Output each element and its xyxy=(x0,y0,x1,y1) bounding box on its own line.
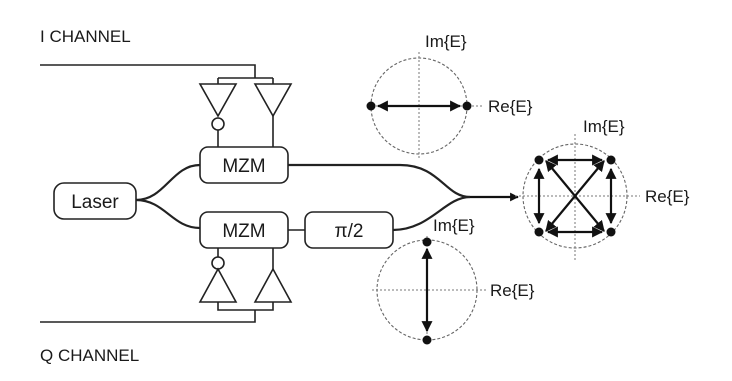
q-driver-noninverting xyxy=(253,248,293,303)
mzm-top-block: MZM xyxy=(199,146,289,184)
i-symbol-right xyxy=(462,101,472,111)
laser-label: Laser xyxy=(71,192,119,213)
q-real-axis-label: Re{E} xyxy=(490,281,535,300)
i-symbol-left xyxy=(366,101,376,111)
phase-shifter-label: π/2 xyxy=(335,221,364,242)
q-symbol-top xyxy=(422,237,432,247)
q-symbol-bottom xyxy=(422,335,432,345)
i-driver-inverting xyxy=(198,83,238,147)
q-constellation: Im{E} Re{E} xyxy=(372,216,535,345)
optical-combiner xyxy=(288,163,519,232)
qpsk-symbol-bottom-right xyxy=(606,227,616,237)
i-channel-label: I CHANNEL xyxy=(40,27,131,46)
qpsk-symbol-top-right xyxy=(606,155,616,165)
i-channel-wiring xyxy=(40,64,274,84)
i-driver-noninverting xyxy=(253,83,293,147)
q-driver-inverting xyxy=(198,248,238,303)
optical-splitter xyxy=(135,163,201,230)
qpsk-symbol-bottom-left xyxy=(534,227,544,237)
qpsk-symbol-top-left xyxy=(534,155,544,165)
i-imag-axis-label: Im{E} xyxy=(425,32,467,51)
q-channel-label: Q CHANNEL xyxy=(40,346,139,365)
laser-block: Laser xyxy=(53,182,137,220)
i-real-axis-label: Re{E} xyxy=(488,97,533,116)
i-constellation: Im{E} Re{E} xyxy=(366,32,533,160)
qpsk-transitions xyxy=(533,154,617,238)
qpsk-imag-axis-label: Im{E} xyxy=(583,117,625,136)
q-imag-axis-label: Im{E} xyxy=(433,216,475,235)
qpsk-real-axis-label: Re{E} xyxy=(645,187,690,206)
q-channel-wiring xyxy=(40,302,274,323)
qpsk-constellation: Im{E} Re{E} xyxy=(515,117,690,262)
mzm-bottom-label: MZM xyxy=(222,221,265,242)
mzm-top-label: MZM xyxy=(222,156,265,177)
phase-shifter-block: π/2 xyxy=(304,211,394,249)
mzm-bottom-block: MZM xyxy=(199,211,289,249)
